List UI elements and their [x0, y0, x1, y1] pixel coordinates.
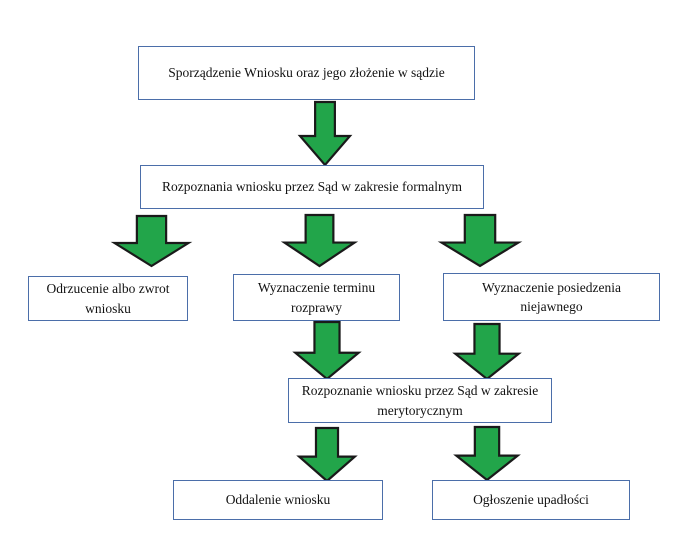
flowchart-node-n3c: Wyznaczenie posiedzenia niejawnego — [443, 273, 660, 321]
flow-arrow-down-icon — [113, 216, 190, 266]
flowchart-node-label: Wyznaczenie terminu rozprawy — [257, 280, 376, 315]
flowchart-node-label: Oddalenie wniosku — [225, 492, 331, 508]
flow-arrow-down-icon — [294, 322, 360, 379]
flowchart-node-label: Rozpoznanie wniosku przez Sąd w zakresie… — [301, 383, 539, 418]
flow-arrow-down-icon — [455, 427, 519, 480]
flow-arrow-down-icon — [283, 215, 356, 266]
flowchart-node-label: Ogłoszenie upadłości — [473, 492, 589, 508]
flowchart-node-n4: Rozpoznanie wniosku przez Sąd w zakresie… — [288, 378, 552, 423]
flowchart-node-label: Odrzucenie albo zwrot wniosku — [46, 281, 170, 316]
flowchart-node-n1: Sporządzenie Wniosku oraz jego złożenie … — [138, 46, 475, 100]
flowchart-node-label: Sporządzenie Wniosku oraz jego złożenie … — [168, 65, 445, 81]
flowchart-node-n2: Rozpoznania wniosku przez Sąd w zakresie… — [140, 165, 484, 209]
flowchart-node-n5b: Ogłoszenie upadłości — [432, 480, 630, 520]
flow-arrow-down-icon — [440, 215, 520, 266]
flow-arrow-down-icon — [454, 324, 520, 379]
flowchart-node-n3a: Odrzucenie albo zwrot wniosku — [28, 276, 188, 321]
flow-arrow-down-icon — [299, 102, 351, 165]
flowchart-node-label: Wyznaczenie posiedzenia niejawnego — [482, 279, 621, 314]
flowchart-node-n5a: Oddalenie wniosku — [173, 480, 383, 520]
flowchart-node-n3b: Wyznaczenie terminu rozprawy — [233, 274, 400, 321]
flow-arrow-down-icon — [298, 428, 356, 481]
flowchart-node-label: Rozpoznania wniosku przez Sąd w zakresie… — [162, 179, 462, 195]
